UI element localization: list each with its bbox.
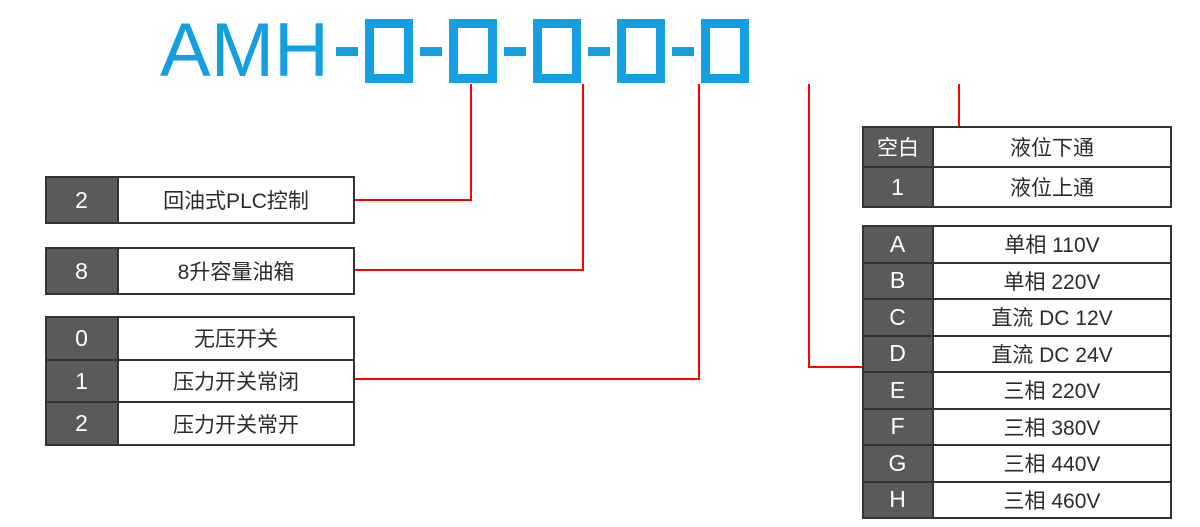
table-row: B 单相 220V <box>864 263 1170 300</box>
code-cell: 0 <box>47 318 117 359</box>
description-cell: 回油式PLC控制 <box>117 178 353 222</box>
description-cell: 三相 460V <box>932 482 1170 517</box>
description-cell: 8升容量油箱 <box>117 249 353 293</box>
table-row: A 单相 110V <box>864 227 1170 264</box>
voltage-table: A 单相 110V B 单相 220V C 直流 DC 12V D 直流 DC … <box>862 225 1172 519</box>
table-row: E 三相 220V <box>864 373 1170 410</box>
connector-control-vertical <box>470 84 472 201</box>
model-box-pressure-switch <box>532 19 581 83</box>
description-cell: 三相 380V <box>932 409 1170 444</box>
table-row: C 直流 DC 12V <box>864 300 1170 337</box>
connector-voltage-horizontal <box>808 366 864 368</box>
table-row: 1 液位上通 <box>864 168 1170 206</box>
liquid-level-table: 空白 液位下通 1 液位上通 <box>862 126 1172 208</box>
code-cell: 2 <box>47 178 117 222</box>
description-cell: 单相 220V <box>932 263 1170 298</box>
table-row: 空白 液位下通 <box>864 128 1170 168</box>
description-cell: 液位上通 <box>932 168 1170 206</box>
description-cell: 单相 110V <box>932 227 1170 262</box>
connector-level-vertical <box>958 84 960 128</box>
code-cell: 空白 <box>864 128 932 166</box>
code-cell: E <box>864 373 932 408</box>
model-dash-2 <box>419 46 442 56</box>
model-dash-3 <box>503 46 526 56</box>
table-row: D 直流 DC 24V <box>864 336 1170 373</box>
table-row: 2 压力开关常开 <box>47 403 353 445</box>
code-cell: 1 <box>47 360 117 402</box>
table-row: 0 无压开关 <box>47 318 353 361</box>
model-box-tank-capacity <box>448 19 497 83</box>
table-row: 8 8升容量油箱 <box>47 249 353 293</box>
connector-tank-horizontal <box>355 269 584 271</box>
table-row: 1 压力开关常闭 <box>47 360 353 404</box>
code-cell: A <box>864 227 932 262</box>
connector-switch-vertical <box>698 84 700 380</box>
tank-capacity-table: 8 8升容量油箱 <box>45 247 355 295</box>
model-box-liquid-level <box>700 19 749 83</box>
description-cell: 直流 DC 24V <box>932 336 1170 371</box>
description-cell: 液位下通 <box>932 128 1170 166</box>
connector-control-horizontal <box>355 199 472 201</box>
table-row: F 三相 380V <box>864 409 1170 446</box>
model-code-title: AMH <box>160 6 749 96</box>
model-box-control-type <box>364 19 413 83</box>
model-dash-1 <box>335 46 358 56</box>
table-row: G 三相 440V <box>864 446 1170 483</box>
code-cell: D <box>864 336 932 371</box>
model-box-voltage <box>616 19 665 83</box>
description-cell: 无压开关 <box>117 318 353 359</box>
description-cell: 直流 DC 12V <box>932 300 1170 335</box>
code-cell: 1 <box>864 168 932 206</box>
code-cell: H <box>864 482 932 517</box>
code-cell: F <box>864 409 932 444</box>
model-dash-4 <box>587 46 610 56</box>
control-type-table: 2 回油式PLC控制 <box>45 176 355 224</box>
description-cell: 压力开关常闭 <box>117 360 353 402</box>
description-cell: 三相 220V <box>932 373 1170 408</box>
table-row: 2 回油式PLC控制 <box>47 178 353 222</box>
connector-voltage-vertical <box>808 84 810 368</box>
table-row: H 三相 460V <box>864 482 1170 517</box>
code-cell: C <box>864 300 932 335</box>
pressure-switch-table: 0 无压开关 1 压力开关常闭 2 压力开关常开 <box>45 316 355 446</box>
code-cell: G <box>864 446 932 481</box>
connector-tank-vertical <box>582 84 584 271</box>
code-cell: 8 <box>47 249 117 293</box>
description-cell: 三相 440V <box>932 446 1170 481</box>
model-prefix-text: AMH <box>160 8 329 93</box>
code-cell: B <box>864 263 932 298</box>
code-cell: 2 <box>47 403 117 445</box>
description-cell: 压力开关常开 <box>117 403 353 445</box>
model-dash-5 <box>671 46 694 56</box>
connector-switch-horizontal <box>355 378 700 380</box>
